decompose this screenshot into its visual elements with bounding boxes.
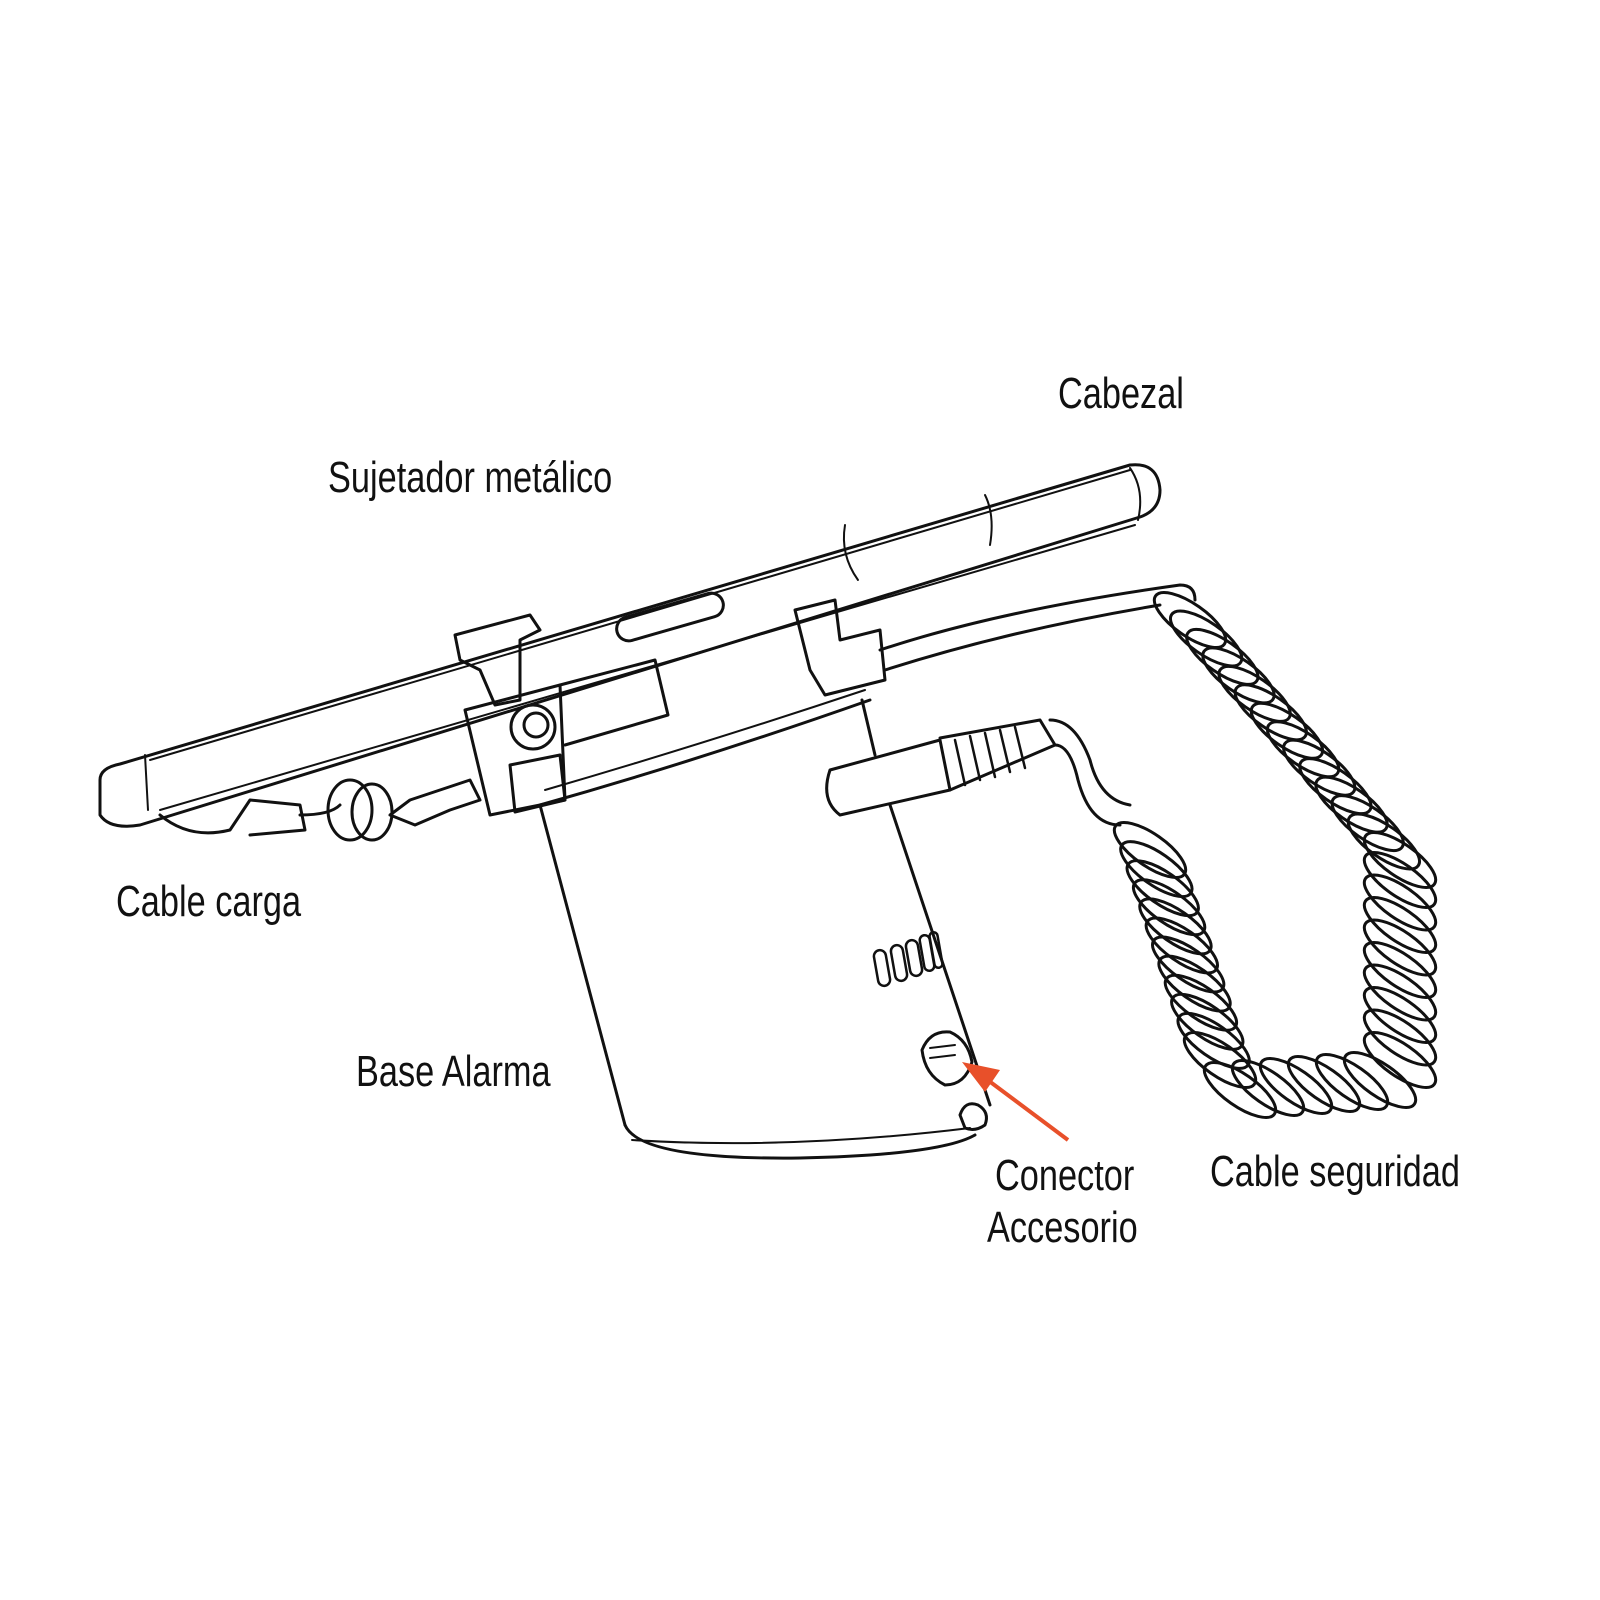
- alarm-base-cylinder: [538, 689, 992, 1160]
- coil-loop: [1362, 986, 1438, 1044]
- coil-loop: [1314, 1053, 1390, 1111]
- label-alarm-base: Base Alarma: [356, 1047, 551, 1096]
- coil-loop: [1265, 720, 1341, 779]
- coil-loop: [1314, 775, 1389, 834]
- coil-loop: [1362, 896, 1438, 954]
- coil-loop: [1362, 941, 1438, 999]
- coil-loop: [1346, 812, 1421, 871]
- charge-cable: [158, 778, 482, 842]
- label-accessory-connector-line2: Accesorio: [987, 1203, 1138, 1252]
- accessory-connector-port: [920, 1030, 988, 1131]
- coil-loop: [1258, 1057, 1334, 1115]
- coil-loop: [1362, 873, 1438, 932]
- coil-loop: [1362, 1031, 1438, 1089]
- label-charge-cable: Cable carga: [116, 877, 302, 926]
- coil-loop: [1230, 1059, 1306, 1117]
- coil-loop: [1169, 609, 1244, 668]
- coil-loop: [1298, 757, 1373, 816]
- connector-arrow: [962, 1062, 1070, 1142]
- vent-slots: [872, 930, 944, 988]
- coil-loop: [1233, 683, 1308, 742]
- security-cable-coils: [1112, 591, 1438, 1119]
- label-metal-clamp: Sujetador metálico: [328, 453, 613, 502]
- coil-loop: [1362, 851, 1438, 909]
- coil-loop: [1362, 963, 1438, 1022]
- coil-loop: [1342, 1051, 1418, 1109]
- coil-loop: [1152, 591, 1228, 649]
- coil-loop: [1362, 1008, 1438, 1067]
- coil-loop: [1362, 831, 1438, 889]
- metal-clamp: [453, 598, 887, 817]
- label-accessory-connector-line1: Conector: [995, 1151, 1135, 1200]
- coil-loop: [1362, 918, 1438, 977]
- coil-loop: [1249, 701, 1325, 760]
- head-device: [98, 463, 1162, 828]
- coil-loop: [1217, 664, 1292, 723]
- security-cable-plug: [825, 583, 1197, 827]
- label-security-cable: Cable seguridad: [1210, 1147, 1460, 1196]
- coil-loop: [1112, 821, 1188, 879]
- coil-loop: [1286, 1055, 1362, 1113]
- coil-loop: [1202, 1061, 1278, 1119]
- coil-loop: [1201, 646, 1276, 705]
- coil-loop: [1330, 794, 1405, 853]
- coil-loop: [1282, 738, 1357, 797]
- coil-loop: [1185, 627, 1260, 686]
- label-head: Cabezal: [1058, 369, 1184, 418]
